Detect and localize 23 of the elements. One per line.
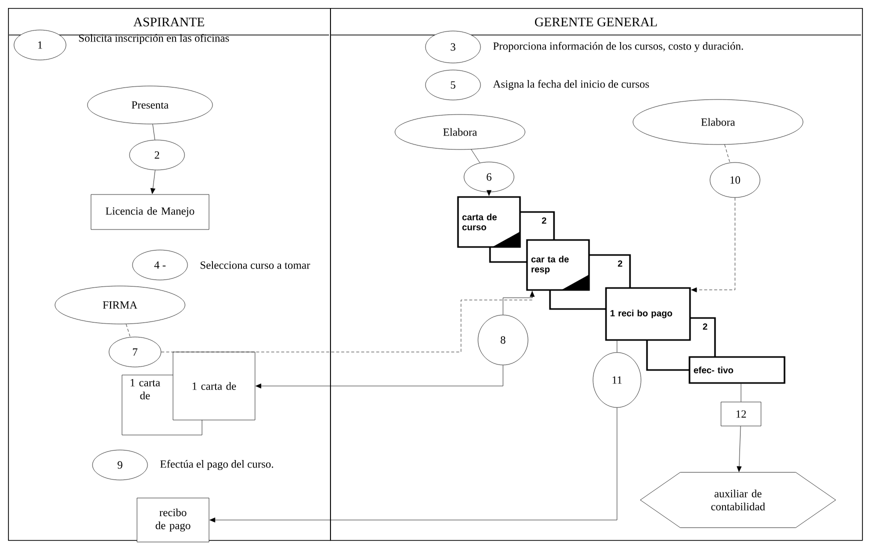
connector-arrow (486, 190, 492, 196)
connector-arrow (736, 426, 742, 472)
step-description: Selecciona curso a tomar (200, 261, 310, 269)
document-sheet: carta de curso (457, 196, 521, 248)
connector-arrow (150, 170, 156, 194)
connector-arrow (210, 408, 618, 522)
connector-arrow (161, 291, 535, 352)
lane-header: GERENTE GENERAL (534, 18, 657, 26)
lane-header: ASPIRANTE (133, 18, 204, 26)
document-sheet: car ta de resp (526, 239, 590, 291)
connector-arrow (691, 198, 736, 292)
connector-arrow (256, 365, 504, 388)
document-sheet: 1 carta de (172, 352, 256, 420)
document-box: 12 (720, 402, 762, 426)
step-description: Solicita inscripción en las oficinas (79, 34, 229, 44)
document-box: Licencia de Manejo (90, 194, 210, 230)
step-description: Proporciona información de los cursos, costo y duración. (493, 42, 743, 52)
step-description: Asigna la fecha del inicio de cursos (493, 80, 649, 90)
document-sheet: 1 reci bo pago (605, 287, 691, 341)
document-box: recibo de pago (136, 498, 210, 542)
terminal-hexagon: auxiliar de contabilidad (640, 472, 836, 528)
document-sheet: efec- tivo (688, 356, 786, 384)
step-description: Efectúa el pago del curso. (160, 460, 274, 470)
